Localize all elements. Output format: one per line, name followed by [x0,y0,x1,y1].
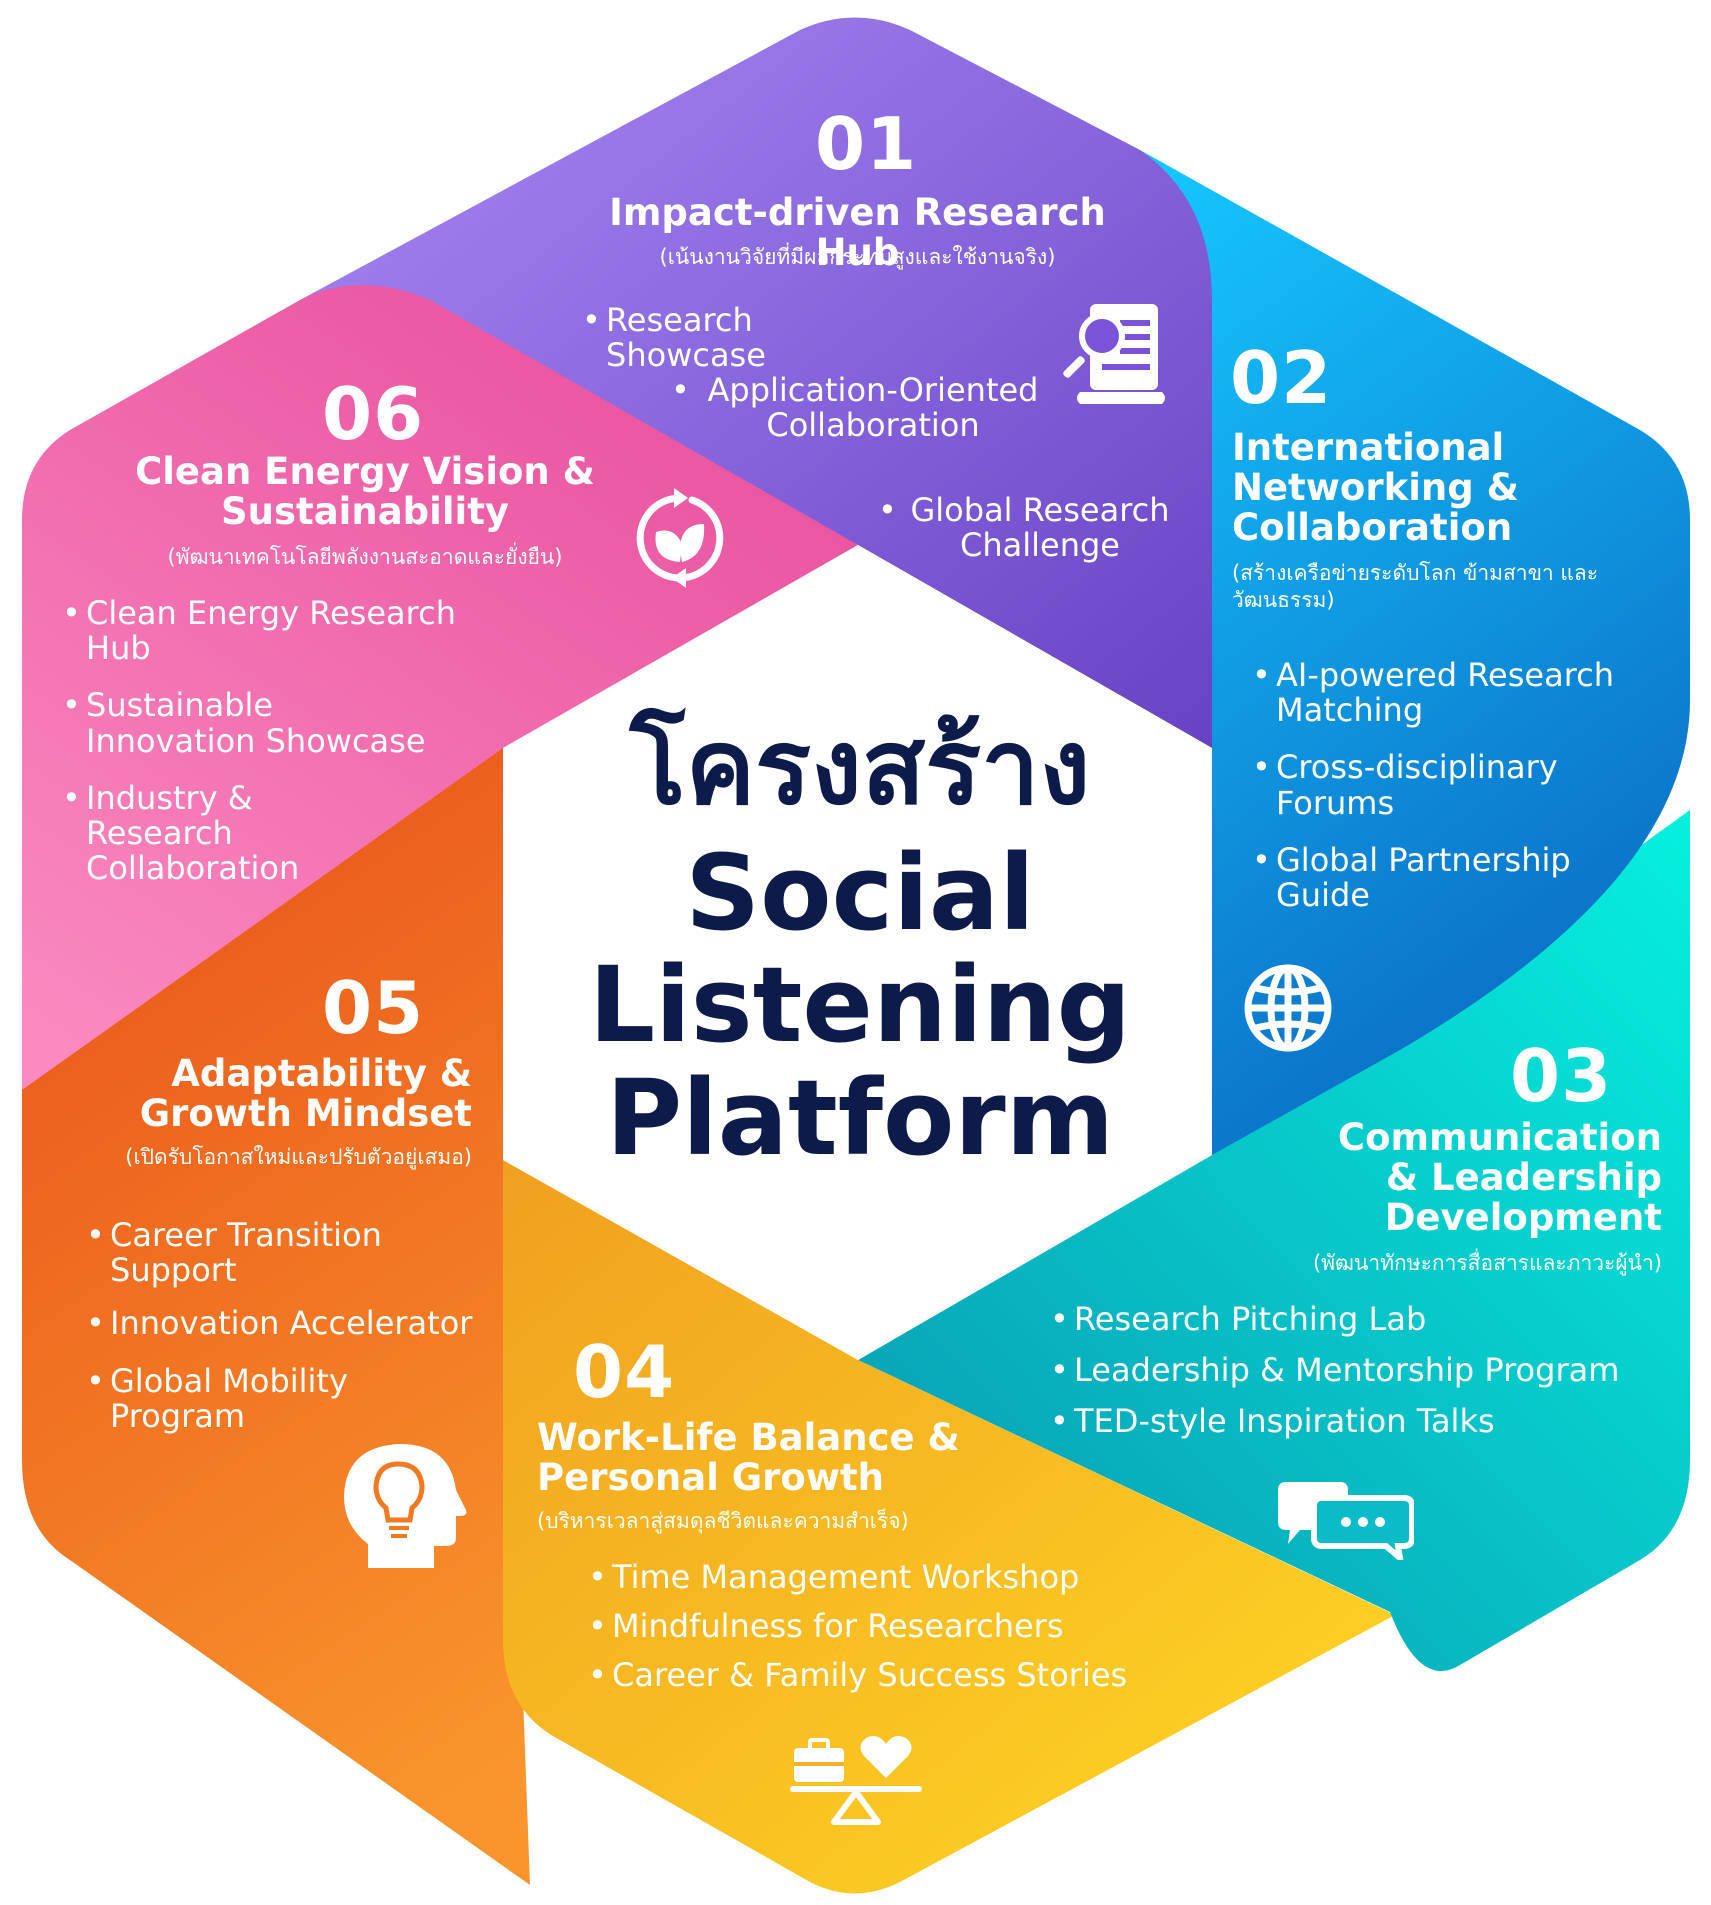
segment-03-title-line2: & Leadership [1385,1155,1662,1199]
segment-06-item-3: Industry & Research Collaboration [62,780,306,887]
segment-03-item-list: Research Pitching Lab Leadership & Mento… [1050,1301,1650,1440]
segment-05-item-2: Innovation Accelerator [86,1306,486,1342]
segment-05-title: Adaptability & Growth Mindset [60,1054,472,1134]
segment-06-item-2: Sustainable Innovation Showcase [62,688,446,759]
segment-06-title-line2: Sustainability [221,489,509,533]
segment-01-item-list-3: Global Research Challenge [878,492,1178,563]
segment-06-item-1: Clean Energy Research Hub [62,595,522,666]
segment-06-title-line1: Clean Energy Vision & [135,450,595,493]
segment-03-subtitle: (พัฒนาทักษะการสื่อสารและภาวะผู้นำ) [1313,1251,1662,1275]
segment-02-item-2: Cross-disciplinary Forums [1252,750,1652,821]
segment-06-title: Clean Energy Vision & Sustainability [100,452,630,532]
center-title-line3: Platform [605,1056,1115,1179]
center-title-line2: Listening [588,944,1132,1067]
center-title: โครงสร้าง Social Listening Platform [560,715,1160,1174]
segment-01-number: 01 [815,102,918,186]
segment-02-title-line3: Collaboration [1232,505,1513,549]
segment-04-subtitle: (บริหารเวลาสู่สมดุลชีวิตและความสำเร็จ) [537,1509,909,1533]
segment-05-title-line2: Growth Mindset [139,1091,472,1135]
segment-06-item-list: Clean Energy Research Hub Sustainable In… [62,595,522,887]
segment-03-item-3: TED-style Inspiration Talks [1050,1404,1650,1440]
segment-03-number: 03 [1510,1034,1613,1118]
center-title-line1: Social [685,832,1035,954]
work-life-balance-icon [790,1736,922,1825]
recycle-leaf-icon [636,488,724,588]
segment-04-title-line2: Personal Growth [537,1455,885,1499]
research-document-icon [1063,304,1165,404]
segment-03-title-line1: Communication [1337,1116,1662,1159]
segment-01-item-1: Research Showcase [582,302,912,373]
center-hexagon [503,545,1212,1360]
segment-02-title-line1: International [1232,426,1505,469]
segment-06-number: 06 [322,372,425,456]
segment-04-item-list: Time Management Workshop Mindfulness for… [588,1559,1148,1694]
segment-02-title-line2: Networking & [1232,465,1519,509]
segment-04-shape [503,1160,1395,1894]
segment-05-item-1: Career Transition Support [86,1217,486,1288]
segment-04-item-3: Career & Family Success Stories [588,1658,1148,1694]
segment-05-title-line1: Adaptability & [171,1052,472,1095]
segment-02-title: International Networking & Collaboration [1232,428,1652,548]
center-title-thai: โครงสร้าง [629,706,1091,828]
segment-01-item-list: Research Showcase [582,302,912,373]
segment-03-item-2: Leadership & Mentorship Program [1050,1352,1650,1388]
segment-03-title: Communication & Leadership Development [1270,1118,1662,1238]
segment-01-item-3: Global Research Challenge [878,492,1178,563]
segment-01-item-2: Application-Oriented Collaboration [671,372,1051,443]
segment-03-title-line3: Development [1384,1195,1662,1239]
segment-05-item-list: Career Transition Support Innovation Acc… [86,1217,486,1434]
segment-04-title-line1: Work-Life Balance & [537,1416,960,1459]
segment-01-title: Impact-driven Research Hub [609,191,1106,274]
chat-bubbles-icon [1278,1482,1414,1560]
segment-02-item-list: AI-powered Research Matching Cross-disci… [1252,657,1652,913]
segment-06-subtitle: (พัฒนาเทคโนโลยีพลังงานสะอาดและยั่งยืน) [167,545,563,569]
segment-05-subtitle: (เปิดรับโอกาสใหม่และปรับตัวอยู่เสมอ) [125,1145,472,1169]
segment-05-number: 05 [322,966,425,1050]
head-lightbulb-icon [344,1444,467,1568]
segment-02-subtitle: (สร้างเครือข่ายระดับโลก ข้ามสาขา และวัฒน… [1232,561,1599,613]
segment-02-number: 02 [1230,336,1333,420]
globe-icon [1244,964,1332,1052]
segment-04-number: 04 [573,1330,676,1414]
segment-03-shape [858,810,1690,1672]
segment-04-title: Work-Life Balance & Personal Growth [537,1418,997,1498]
segment-03-item-1: Research Pitching Lab [1050,1301,1650,1337]
segment-02-item-1: AI-powered Research Matching [1252,657,1652,728]
segment-05-item-3: Global Mobility Program [86,1363,486,1434]
segment-04-item-2: Mindfulness for Researchers [588,1608,1148,1644]
segment-04-item-1: Time Management Workshop [588,1559,1148,1595]
segment-02-item-3: Global Partnership Guide [1252,842,1652,913]
segment-01-subtitle: (เน้นงานวิจัยที่มีผลกระทบสูงและใช้งานจริ… [659,245,1056,269]
segment-01-item-list-2: Application-Oriented Collaboration [671,372,1051,443]
